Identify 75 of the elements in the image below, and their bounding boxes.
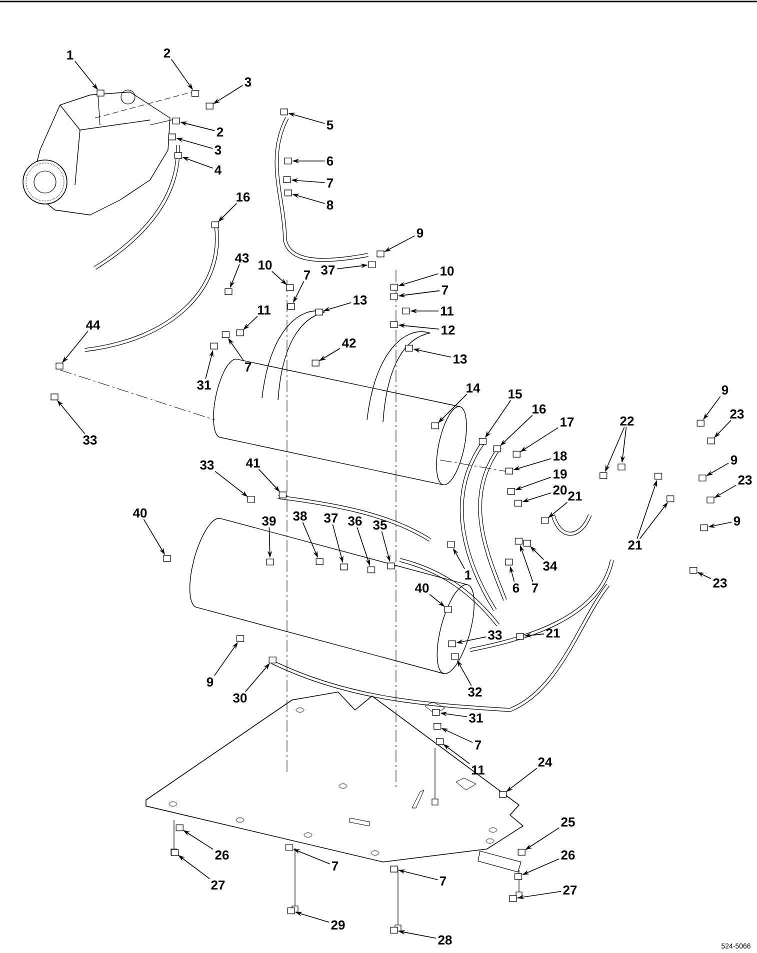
callout-number: 9 [734,516,740,526]
callout-number: 7 [474,740,482,750]
callout-number: 2 [216,127,224,137]
callout-number: 21 [568,491,582,501]
callout-number: 39 [262,516,276,526]
callout-number: 7 [442,286,448,294]
callout-number: 28 [438,935,452,945]
callout-number: 34 [543,561,558,571]
callout-number: 3 [214,145,222,155]
callout-number: 10 [440,266,454,276]
callout-number: 7 [244,362,252,372]
callout-number: 7 [326,178,334,188]
callout-number: 1 [465,570,472,580]
callout-number: 36 [348,516,362,526]
callout-number: 9 [206,677,214,687]
callout-number: 38 [293,511,307,521]
callout-number: 42 [342,338,356,348]
callout-number: 22 [620,416,634,426]
callout-number: 21 [628,540,642,550]
callout-number: 31 [469,713,483,723]
callout-number: 33 [200,460,214,470]
callout-number: 26 [561,850,575,860]
callout-number: 16 [532,404,546,414]
callout-number: 6 [512,583,520,593]
callout-number: 13 [354,295,367,305]
callout-number: 11 [472,766,484,774]
callout-number: 32 [468,687,482,697]
callout-number: 41 [246,458,260,468]
callout-number: 23 [730,409,744,419]
callout-number: 10 [258,260,272,270]
callout-number: 40 [132,508,147,518]
callout-number: 33 [488,630,502,640]
callout-number: 3 [244,77,252,87]
callout-number: 25 [561,817,575,827]
callout-number: 17 [560,418,574,426]
callout-number: 43 [234,253,249,263]
callout-number: 26 [215,850,229,860]
callout-number: 33 [83,435,97,445]
callout-number: 6 [326,156,334,166]
callout-number: 7 [440,876,446,886]
callout-number: 9 [730,455,738,465]
callout-number: 7 [304,270,310,280]
callout-number: 13 [454,354,467,364]
callout-number: 20 [553,485,567,495]
callout-number: 7 [532,584,538,592]
callout-number: 40 [414,583,429,593]
callout-number: 19 [554,469,567,479]
callout-number: 14 [466,384,480,392]
callout-number: 44 [86,320,100,330]
callout-number: 37 [324,513,338,523]
callout-number: 11 [258,306,270,314]
callout-number: 8 [326,200,334,210]
callout-number: 9 [722,385,728,395]
callout-number: 5 [326,120,334,130]
callout-number: 27 [563,885,577,895]
callout-number: 21 [546,628,560,638]
callout-number: 23 [738,475,752,485]
callout-number: 12 [442,325,455,335]
callout-number: 1 [67,50,74,60]
callout-number: 24 [538,757,552,767]
callout-number: 11 [440,306,454,316]
callout-number: 27 [211,880,225,890]
callout-number: 35 [373,520,387,530]
callout-number: 37 [321,265,335,275]
callout-number: 7 [332,862,338,870]
callout-number: 2 [164,48,170,58]
callout-number: 23 [713,578,727,588]
callout-number: 9 [416,228,424,238]
callout-number: 15 [508,389,522,399]
callout-number: 4 [214,166,222,174]
callout-number: 30 [233,693,247,703]
callout-number: 29 [331,920,345,930]
callout-number: 18 [554,451,567,461]
callout-number: 16 [236,192,250,202]
callout-number: 31 [197,380,211,390]
